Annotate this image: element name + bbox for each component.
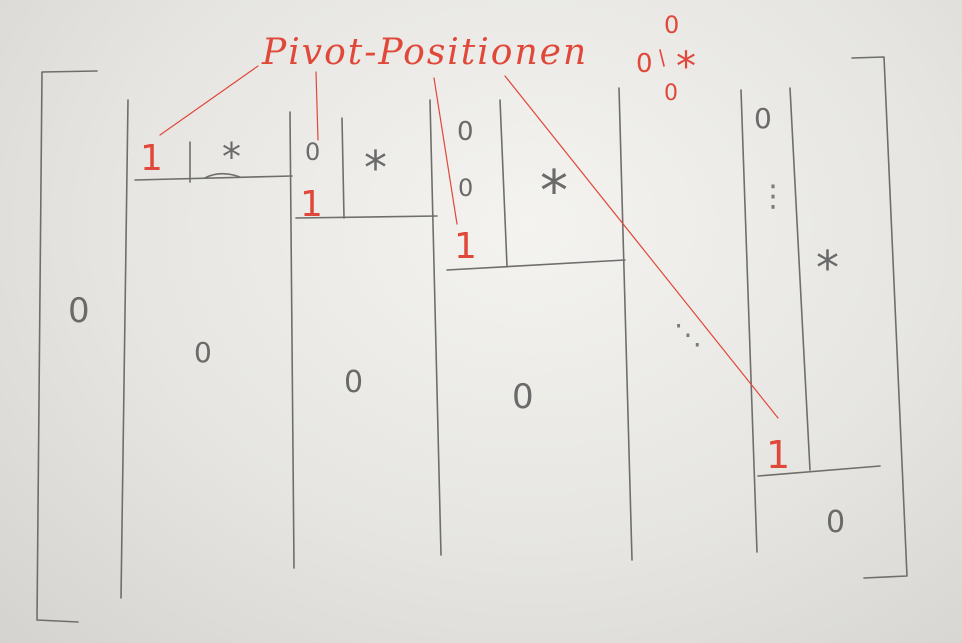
vertical-ellipsis: ⋮ xyxy=(758,179,788,214)
legend-middle-zero: 0 xyxy=(636,49,653,79)
star-entries: * * * * xyxy=(222,135,839,295)
left-bracket xyxy=(36,70,98,623)
zero-block-2: 0 xyxy=(344,365,363,400)
star-block-2: * xyxy=(364,141,387,195)
zero-block-3: 0 xyxy=(512,377,534,417)
zero-above-pivot-3b: 0 xyxy=(458,174,473,202)
diagonal-ellipsis: ⋱ xyxy=(674,318,702,351)
zero-above-pivot-2: 0 xyxy=(305,138,320,166)
pivot-pointers xyxy=(159,65,779,419)
right-bracket xyxy=(851,56,908,579)
staircase-lines xyxy=(120,87,881,599)
legend-bottom-zero: 0 xyxy=(664,81,678,106)
legend-top-zero: 0 xyxy=(664,11,679,39)
legend-star: * xyxy=(676,44,696,90)
zero-first-column: 0 xyxy=(68,291,90,331)
pivot-one-2: 1 xyxy=(300,184,323,225)
pivot-one-3: 1 xyxy=(454,226,477,267)
zero-block-1: 0 xyxy=(194,336,212,369)
zero-above-pivot-3a: 0 xyxy=(457,117,474,147)
star-block-1: * xyxy=(222,135,241,179)
zero-above-pivot-4: 0 xyxy=(754,102,772,135)
zero-last-block: 0 xyxy=(826,505,845,540)
star-block-3: * xyxy=(540,159,568,224)
title-pivot-positionen: Pivot-Positionen xyxy=(261,32,588,73)
zero-entries: 0 0 0 0 0 0 0 0 0 xyxy=(68,102,845,540)
star-last-block: * xyxy=(816,241,839,295)
pivot-one-1: 1 xyxy=(140,138,163,179)
pivot-one-4: 1 xyxy=(766,433,790,477)
pivot-entries: 1 1 1 1 xyxy=(140,138,790,477)
legend-stack: 0 0 * 0 xyxy=(636,11,696,106)
ellipsis-dots: ⋮ ⋱ xyxy=(674,179,788,351)
